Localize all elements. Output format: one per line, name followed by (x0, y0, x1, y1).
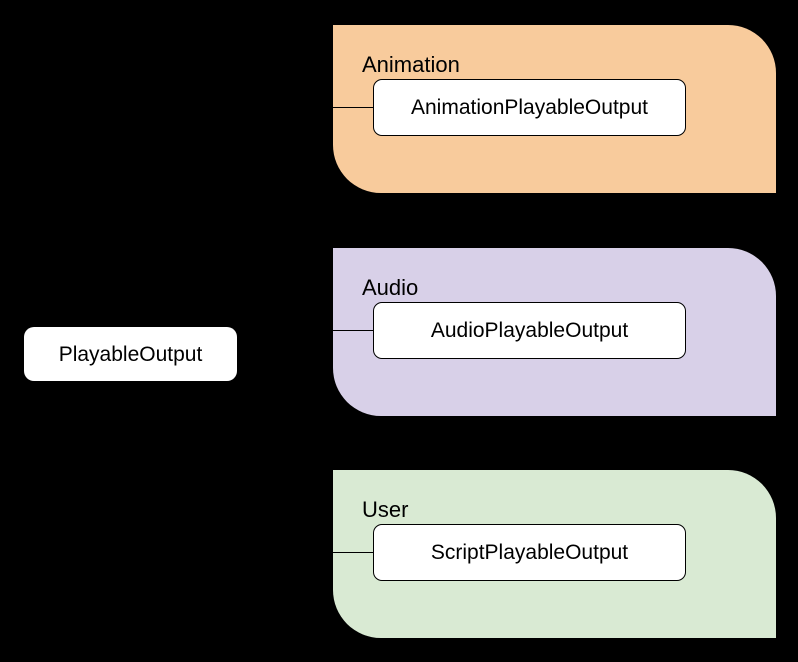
node-playable-output-label: PlayableOutput (58, 342, 203, 366)
node-animation-playable-output[interactable]: AnimationPlayableOutput (373, 79, 686, 136)
node-audio-playable-output[interactable]: AudioPlayableOutput (373, 302, 686, 359)
lane-animation-title: Animation (362, 52, 460, 77)
lane-user[interactable]: User ScriptPlayableOutput (333, 470, 776, 638)
node-script-playable-output-label: ScriptPlayableOutput (430, 541, 629, 564)
node-audio-playable-output-label: AudioPlayableOutput (430, 319, 629, 342)
node-script-playable-output[interactable]: ScriptPlayableOutput (373, 524, 686, 581)
lane-user-title: User (362, 497, 409, 522)
lane-animation[interactable]: Animation AnimationPlayableOutput (333, 25, 776, 193)
connector-animation (333, 107, 373, 108)
node-animation-playable-output-label: AnimationPlayableOutput (411, 96, 648, 119)
lane-audio[interactable]: Audio AudioPlayableOutput (333, 248, 776, 416)
connector-audio (333, 330, 373, 331)
node-playable-output[interactable]: PlayableOutput (24, 327, 237, 381)
lane-audio-title: Audio (362, 275, 419, 300)
connector-user (333, 552, 373, 553)
